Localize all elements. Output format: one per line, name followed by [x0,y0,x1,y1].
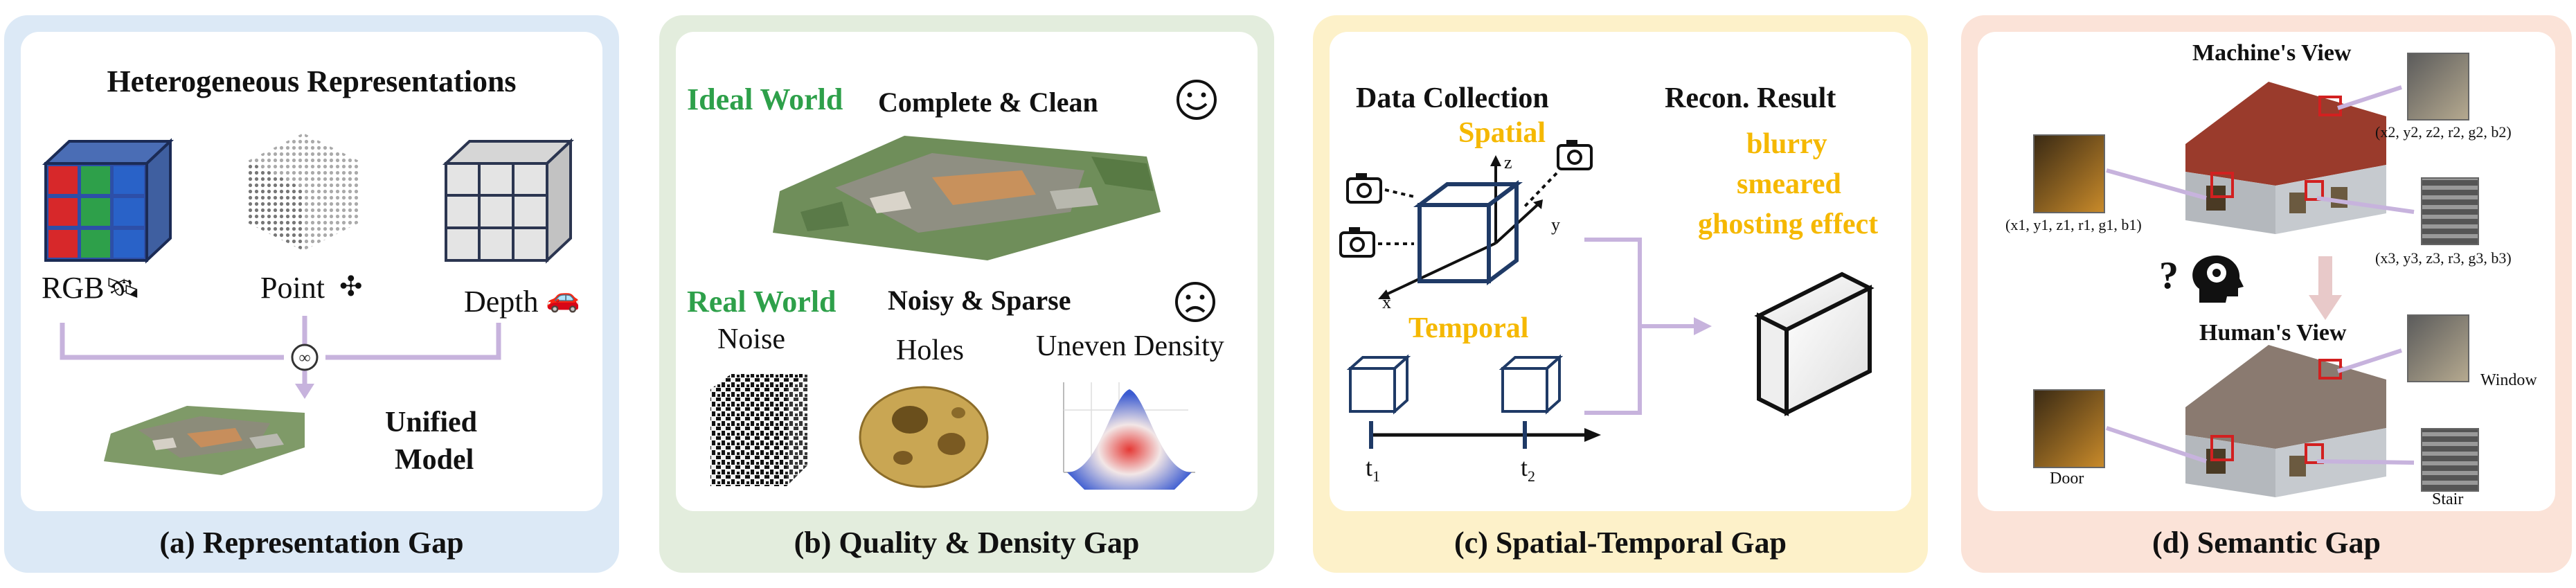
svg-text:∞: ∞ [298,349,310,367]
blurry-label: blurry [1746,128,1827,160]
holes-shape-image [859,386,989,488]
holes-label: Holes [896,335,964,366]
t2-subscript: 2 [1528,467,1536,485]
caption-representation-gap: (a) Representation Gap [159,526,464,560]
axis-x-label: x [1382,292,1391,312]
uneven-density-label: Uneven Density [1036,330,1224,362]
semantic-connectors [2106,85,2415,465]
machines-view-label: Machine's View [2192,40,2352,66]
t2-label: t2 [1521,453,1535,485]
rgb-cube-icon [42,138,175,264]
complete-clean-label: Complete & Clean [878,87,1098,118]
spatial-cube-diagram [1339,140,1593,299]
ideal-world-map-image [773,136,1161,260]
coord-3: (x3, y3, z3, r3, g3, b3) [2375,249,2512,267]
thumb-door-bottom [2033,389,2105,468]
ideal-world-label: Ideal World [687,82,843,116]
ghosting-effect-label: ghosting effect [1698,208,1879,240]
panel-a-inner: Heterogeneous Representations [21,32,602,511]
point-label: Point [260,271,325,305]
camera-icon-2 [1339,227,1375,258]
coord-1: (x1, y1, z1, r1, g1, b1) [2005,216,2142,233]
satellite-icon: 🛰 [105,272,141,303]
panel-quality-density-gap: Ideal World Complete & Clean Real World … [659,15,1274,573]
door-label: Door [2050,470,2084,488]
drone-icon: ✣ [339,271,363,302]
camera-icon-3 [1557,140,1593,170]
panel-representation-gap: Heterogeneous Representations [4,15,619,573]
recon-result-box [1754,271,1875,416]
thinking-head-icon [2192,255,2244,303]
heterogeneous-title: Heterogeneous Representations [107,64,517,98]
panel-c-inner: Data Collection Recon. Result Spatial bl… [1330,32,1911,511]
axis-y-label: y [1551,215,1560,235]
camera-icon-1 [1346,173,1382,204]
temporal-label: Temporal [1408,312,1529,344]
caption-spatial-temporal-gap: (c) Spatial-Temporal Gap [1454,526,1787,560]
data-collection-label: Data Collection [1356,82,1549,114]
down-arrow [2309,256,2342,320]
car-icon: 🚗 [546,282,580,313]
spatial-label: Spatial [1458,117,1546,149]
point-cloud-cube-icon [248,133,359,251]
t1-letter: t [1366,454,1373,481]
house-machine-view-image [2185,82,2386,234]
thumb-stair-top [2421,177,2479,245]
noisy-sparse-label: Noisy & Sparse [888,285,1071,316]
thumb-stair-bottom [2421,428,2479,492]
noise-cube-image [710,374,807,486]
sad-face-icon [1175,282,1215,322]
real-world-label: Real World [687,285,837,319]
thumb-window-bottom [2407,314,2469,382]
depth-label: Depth [464,285,539,319]
smiley-icon [1177,80,1217,120]
recon-connector [1584,238,1712,415]
stair-label: Stair [2432,490,2464,508]
window-label: Window [2480,371,2537,389]
thumb-door-top [2033,134,2105,213]
t2-letter: t [1521,454,1528,481]
t1-subscript: 1 [1372,467,1381,485]
noise-label: Noise [717,323,785,355]
rgb-label: RGB [42,271,105,305]
unified-model-line2: Model [395,444,474,476]
merge-connectors: ∞ [60,316,501,399]
caption-semantic-gap: (d) Semantic Gap [2152,526,2381,560]
recon-result-label: Recon. Result [1665,82,1836,114]
panel-spatial-temporal-gap: Data Collection Recon. Result Spatial bl… [1313,15,1928,573]
smeared-label: smeared [1737,168,1841,200]
question-mark: ? [2159,254,2179,297]
panel-semantic-gap: Machine's View (x1, y1, z1, r1, g1, b1) … [1961,15,2572,573]
panel-d-inner: Machine's View (x1, y1, z1, r1, g1, b1) … [1978,32,2555,511]
humans-view-label: Human's View [2199,320,2347,346]
caption-quality-density-gap: (b) Quality & Density Gap [794,526,1140,560]
axis-z-label: z [1504,152,1512,172]
unified-map-image [104,406,305,475]
unified-model-line1: Unified [385,407,478,438]
coord-2: (x2, y2, z2, r2, g2, b2) [2375,123,2512,141]
panel-b-inner: Ideal World Complete & Clean Real World … [676,32,1258,511]
temporal-timeline [1346,354,1601,449]
uneven-density-plot-image [1063,382,1195,490]
thumb-window-top [2407,53,2469,121]
depth-cube-icon [442,138,575,264]
t1-label: t1 [1366,453,1380,485]
